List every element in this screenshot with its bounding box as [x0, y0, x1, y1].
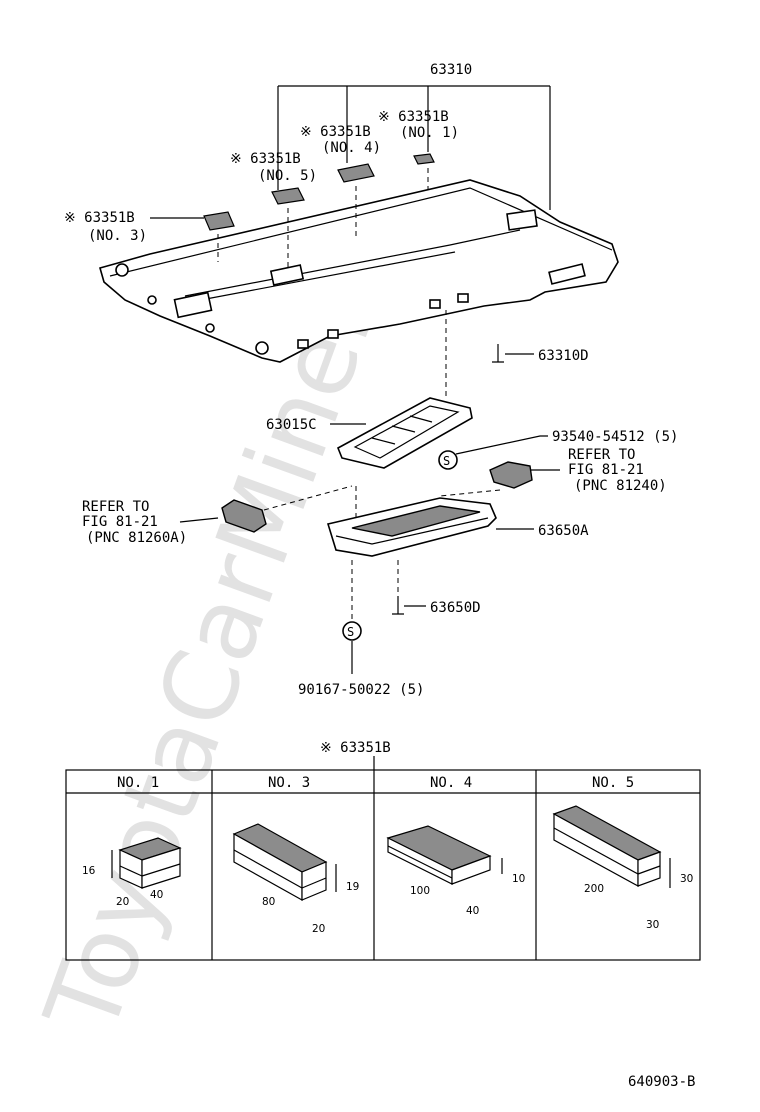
no3-dim-width: 20 [312, 923, 325, 935]
pad-no1: ※ 63351B (NO. 1) [378, 109, 459, 190]
headliner-callout: 63310 [277, 62, 551, 210]
pad-no3-label: (NO. 3) [88, 228, 147, 244]
bracket-63015C: 63015C [266, 397, 473, 469]
pad-no5-part-number: ※ 63351B [230, 151, 301, 167]
pad-no5: ※ 63351B (NO. 5) [230, 151, 317, 268]
headliner-panel [99, 179, 619, 363]
pad-no3-drawing: 19 80 20 [232, 823, 359, 935]
figure-code: 640903-B [628, 1074, 695, 1090]
screw-symbol-b [342, 621, 362, 641]
pad-no1-drawing: 16 20 40 [82, 837, 182, 908]
no5-dim-length: 200 [584, 883, 604, 895]
refer-right-line3: (PNC 81240) [574, 478, 667, 494]
pad-no1-label: (NO. 1) [400, 125, 459, 141]
pad-size-table: ※ 63351B NO. 1 NO. 3 NO. 4 NO. 5 [65, 740, 701, 961]
pad-no5-drawing: 30 200 30 [552, 805, 693, 931]
refer-right-line2: FIG 81-21 [568, 462, 644, 478]
bracket-63015C-label: 63015C [266, 417, 317, 433]
clip-63310D: 63310D [492, 344, 589, 364]
no4-dim-width: 40 [466, 905, 479, 917]
table-header-no5: NO. 5 [592, 775, 634, 791]
table-title: ※ 63351B [320, 740, 391, 756]
refer-right-line1: REFER TO [568, 447, 635, 463]
no5-dim-height: 30 [680, 873, 693, 885]
screw-93540-label: 93540-54512 (5) [552, 429, 678, 445]
pad-no5-label: (NO. 5) [258, 168, 317, 184]
no3-dim-height: 19 [346, 881, 359, 893]
pad-no3-part-number: ※ 63351B [64, 210, 135, 226]
pad-no4-part-number: ※ 63351B [300, 124, 371, 140]
console-63650A-label: 63650A [538, 523, 589, 539]
no4-dim-height: 10 [512, 873, 525, 885]
headliner-part-number: 63310 [430, 62, 472, 78]
no1-dim-width: 20 [116, 896, 129, 908]
pad-no3: ※ 63351B (NO. 3) [64, 210, 235, 262]
screw-90167-label: 90167-50022 (5) [298, 682, 424, 698]
screw-symbol-a [438, 450, 458, 470]
console-63650A: 63650A [326, 486, 589, 557]
pad-no1-part-number: ※ 63351B [378, 109, 449, 125]
no4-dim-length: 100 [410, 885, 430, 897]
no3-dim-length: 80 [262, 896, 275, 908]
screw-93540: S 93540-54512 (5) [438, 429, 678, 470]
screw-symbol-a-text: S [443, 454, 450, 468]
refer-left-line1: REFER TO [82, 499, 149, 515]
table-header-no1: NO. 1 [117, 775, 159, 791]
no1-dim-height: 16 [82, 865, 96, 877]
refer-left-line3: (PNC 81260A) [86, 530, 187, 546]
no1-dim-length: 40 [150, 889, 163, 901]
table-header-no4: NO. 4 [430, 775, 472, 791]
clip-63650D: 63650D [392, 560, 481, 616]
pad-no4-label: (NO. 4) [322, 140, 381, 156]
clip-63650D-label: 63650D [430, 600, 481, 616]
screw-90167: S 90167-50022 (5) [298, 560, 424, 698]
no5-dim-width: 30 [646, 919, 659, 931]
clip-63310D-label: 63310D [538, 348, 589, 364]
refer-left: REFER TO FIG 81-21 (PNC 81260A) [82, 485, 353, 546]
table-header-no3: NO. 3 [268, 775, 310, 791]
pad-no4: ※ 63351B (NO. 4) [300, 124, 381, 238]
pad-no4-drawing: 10 100 40 [386, 825, 525, 917]
screw-symbol-b-text: S [347, 625, 354, 639]
refer-left-line2: FIG 81-21 [82, 514, 158, 530]
refer-right: REFER TO FIG 81-21 (PNC 81240) [439, 447, 667, 497]
